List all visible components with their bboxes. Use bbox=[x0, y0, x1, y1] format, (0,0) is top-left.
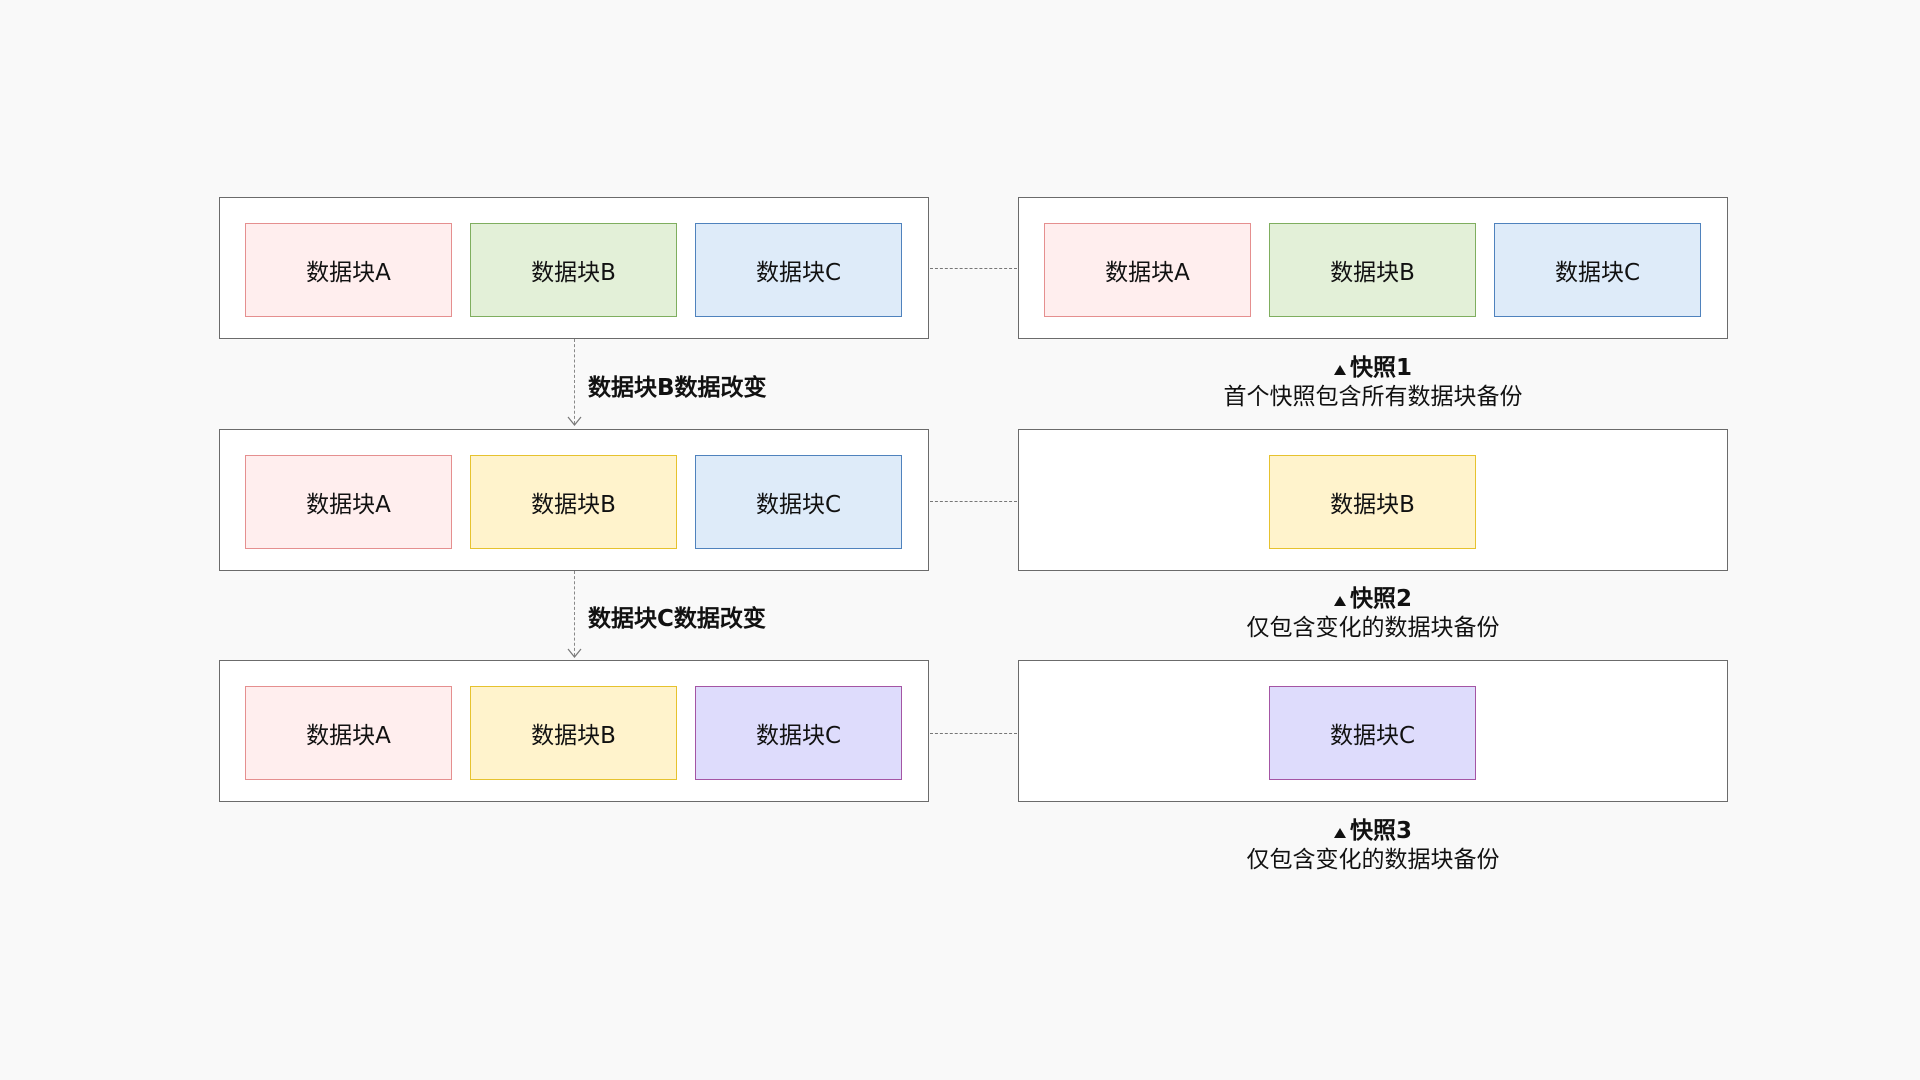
triangle-up-icon bbox=[1333, 595, 1346, 606]
triangle-up-icon bbox=[1333, 827, 1346, 838]
state-3-block-a: 数据块A bbox=[245, 686, 452, 780]
snapshot-3-block-c: 数据块C bbox=[1269, 686, 1476, 780]
snapshot-1-caption: 快照1 首个快照包含所有数据块备份 bbox=[1018, 354, 1728, 412]
connector-1 bbox=[930, 268, 1017, 269]
snapshot-3-title: 快照3 bbox=[1349, 818, 1412, 844]
snapshot-1-block-a: 数据块A bbox=[1044, 223, 1251, 317]
state-3-block-b: 数据块B bbox=[470, 686, 677, 780]
state-2-frame: 数据块A 数据块B 数据块C bbox=[219, 429, 929, 571]
change-2-arrow-line bbox=[574, 571, 575, 656]
snapshot-1-description: 首个快照包含所有数据块备份 bbox=[1223, 384, 1523, 410]
state-1-frame: 数据块A 数据块B 数据块C bbox=[219, 197, 929, 339]
snapshot-2-caption: 快照2 仅包含变化的数据块备份 bbox=[1018, 585, 1728, 643]
state-1-block-a: 数据块A bbox=[245, 223, 452, 317]
snapshot-1-frame: 数据块A 数据块B 数据块C bbox=[1018, 197, 1728, 339]
snapshot-2-description: 仅包含变化的数据块备份 bbox=[1246, 615, 1500, 641]
change-1-arrow-line bbox=[574, 339, 575, 424]
state-3-frame: 数据块A 数据块B 数据块C bbox=[219, 660, 929, 802]
snapshot-2-block-b: 数据块B bbox=[1269, 455, 1476, 549]
triangle-up-icon bbox=[1333, 364, 1346, 375]
change-1-label: 数据块B数据改变 bbox=[588, 375, 767, 401]
change-1-arrowhead-icon bbox=[567, 416, 582, 426]
snapshot-3-frame: 数据块C bbox=[1018, 660, 1728, 802]
state-2-block-c: 数据块C bbox=[695, 455, 902, 549]
state-2-block-b: 数据块B bbox=[470, 455, 677, 549]
snapshot-2-title: 快照2 bbox=[1349, 586, 1412, 612]
snapshot-2-frame: 数据块B bbox=[1018, 429, 1728, 571]
state-1-block-c: 数据块C bbox=[695, 223, 902, 317]
snapshot-3-caption: 快照3 仅包含变化的数据块备份 bbox=[1018, 817, 1728, 875]
state-1-block-b: 数据块B bbox=[470, 223, 677, 317]
connector-2 bbox=[930, 501, 1017, 502]
state-3-block-c: 数据块C bbox=[695, 686, 902, 780]
change-2-label: 数据块C数据改变 bbox=[588, 606, 766, 632]
snapshot-3-description: 仅包含变化的数据块备份 bbox=[1246, 847, 1500, 873]
snapshot-1-block-c: 数据块C bbox=[1494, 223, 1701, 317]
state-2-block-a: 数据块A bbox=[245, 455, 452, 549]
snapshot-1-title: 快照1 bbox=[1349, 355, 1412, 381]
change-2-arrowhead-icon bbox=[567, 648, 582, 658]
snapshot-1-block-b: 数据块B bbox=[1269, 223, 1476, 317]
connector-3 bbox=[930, 733, 1017, 734]
